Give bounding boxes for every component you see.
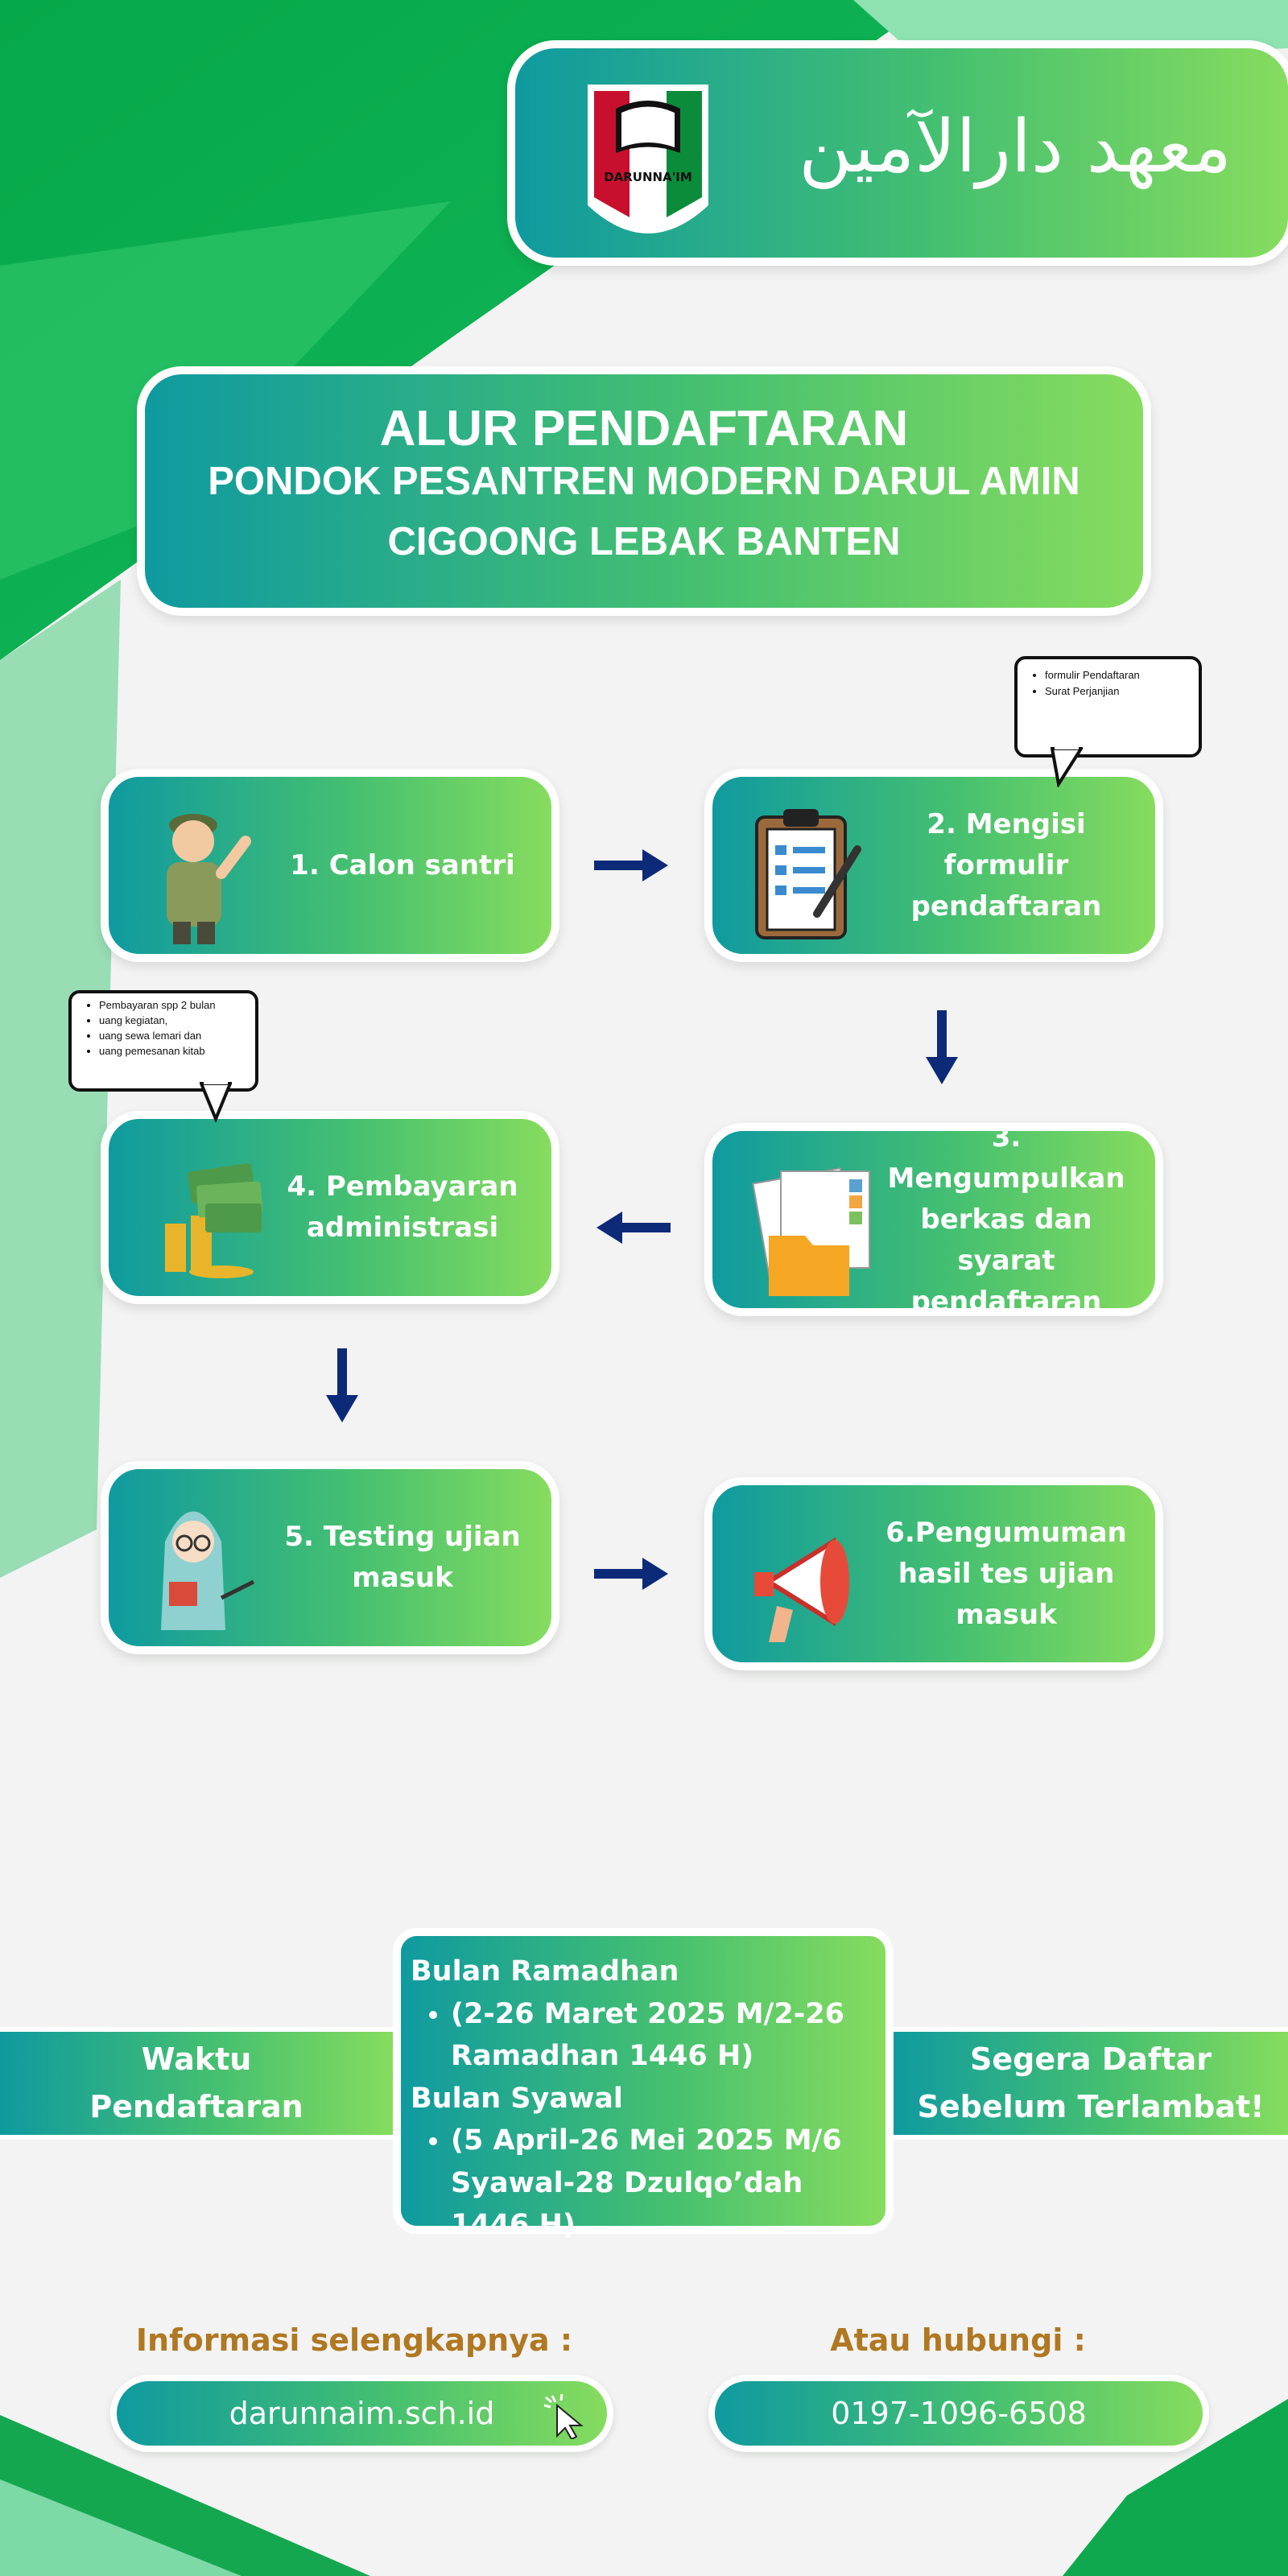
step-4: 4. Pembayaran administrasi <box>101 1111 559 1304</box>
step-5-label: 5. Testing ujian masuk <box>284 1521 521 1594</box>
syawal-heading: Bulan Syawal <box>411 2082 623 2115</box>
megaphone-icon <box>754 1537 849 1642</box>
school-logo: DARUNNA'IM <box>588 85 708 233</box>
step-6: 6.Pengumuman hasil tes ujian masuk <box>704 1477 1163 1670</box>
bubble-form-item: formulir Pendaftaran <box>1045 667 1199 683</box>
info-label: Informasi selengkapnya : <box>135 2322 573 2358</box>
step-4-label: 4. Pembayaran administrasi <box>287 1170 518 1244</box>
website-text[interactable]: darunnaim.sch.id <box>229 2396 495 2431</box>
step-3: 3. Mengumpulkan berkas dan syarat pendaf… <box>704 1121 1163 1318</box>
bubble-payment-item: uang sewa lemari dan <box>99 1029 255 1044</box>
step-2: 2. Mengisi formulir pendaftaran <box>704 769 1163 962</box>
student-icon <box>167 814 251 944</box>
bubble-tail <box>1051 747 1083 787</box>
bubble-payment-item: uang kegiatan, <box>99 1013 255 1029</box>
bubble-payment-item: uang pemesanan kitab <box>99 1044 255 1059</box>
step-2-label: 2. Mengisi formulir pendaftaran <box>910 807 1102 923</box>
folder-icon <box>752 1167 870 1296</box>
speech-bubble-payment: Pembayaran spp 2 bulan uang kegiatan, ua… <box>68 990 258 1092</box>
ramadhan-heading: Bulan Ramadhan <box>411 1955 679 1988</box>
arabic-school-name: معهد دارالآمين <box>799 105 1232 189</box>
clipboard-icon <box>755 809 861 939</box>
logo-text: DARUNNA'IM <box>604 170 692 184</box>
money-icon <box>165 1163 263 1278</box>
bubble-form-item: Surat Perjanjian <box>1045 683 1199 700</box>
step-1-label: 1. Calon santri <box>290 848 515 881</box>
arrow-right-icon <box>594 1558 668 1590</box>
arrow-down-icon <box>926 1010 958 1084</box>
phone-label: Atau hubungi : <box>830 2322 1086 2358</box>
syawal-dates: (5 April-26 Mei 2025 M/6 Syawal-28 Dzulq… <box>451 2120 886 2247</box>
arrow-right-icon <box>594 849 668 881</box>
register-now-band: Segera Daftar Sebelum Terlambat! <box>894 2027 1288 2140</box>
step-6-label: 6.Pengumuman hasil tes ujian masuk <box>886 1516 1127 1631</box>
arrow-down-icon <box>326 1348 358 1422</box>
bubble-tail <box>200 1082 232 1122</box>
header-banner: DARUNNA'IM معهد دارالآمين <box>507 40 1288 266</box>
title-line-1: ALUR PENDAFTARAN <box>379 401 909 456</box>
cursor-click-icon <box>543 2393 584 2439</box>
title-banner: ALUR PENDAFTARAN PONDOK PESANTREN MODERN… <box>137 366 1151 616</box>
step-1: 1. Calon santri <box>101 769 559 962</box>
phone-link[interactable]: 0197-1096-6508 <box>708 2375 1209 2452</box>
schedule-box: Bulan Ramadhan (2-26 Maret 2025 M/2-26 R… <box>393 1928 894 2241</box>
registration-period-band: Waktu Pendaftaran <box>0 2027 393 2140</box>
ramadhan-dates: (2-26 Maret 2025 M/2-26 Ramadhan 1446 H) <box>451 1993 886 2078</box>
arrow-left-icon <box>597 1212 671 1244</box>
register-now-label: Segera Daftar Sebelum Terlambat! <box>917 2041 1265 2124</box>
title-line-2: PONDOK PESANTREN MODERN DARUL AMIN <box>208 460 1080 503</box>
website-link[interactable]: darunnaim.sch.id <box>110 2375 613 2452</box>
step-5: 5. Testing ujian masuk <box>101 1461 559 1654</box>
step-3-label: 3. Mengumpulkan berkas dan syarat pendaf… <box>887 1121 1125 1318</box>
speech-bubble-form: formulir Pendaftaran Surat Perjanjian <box>1014 656 1202 758</box>
registration-period-label: Waktu Pendaftaran <box>89 2041 303 2124</box>
teacher-icon <box>161 1511 255 1630</box>
title-line-3: CIGOONG LEBAK BANTEN <box>387 520 901 564</box>
bubble-payment-item: Pembayaran spp 2 bulan <box>99 998 255 1013</box>
phone-text[interactable]: 0197-1096-6508 <box>831 2396 1087 2431</box>
